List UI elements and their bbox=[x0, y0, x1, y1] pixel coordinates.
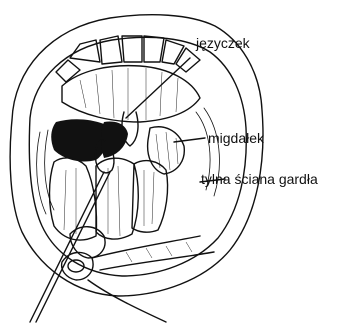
label-uvula: języczek bbox=[195, 35, 251, 51]
mouth-outline bbox=[10, 15, 263, 296]
hand bbox=[62, 227, 214, 322]
label-tonsil: migdałek bbox=[208, 130, 265, 146]
tonsil-shape bbox=[148, 127, 185, 174]
label-pharynx-wall: tylna ściana gardła bbox=[201, 171, 318, 187]
tongue bbox=[50, 158, 168, 240]
pharynx-shadow bbox=[51, 119, 128, 161]
